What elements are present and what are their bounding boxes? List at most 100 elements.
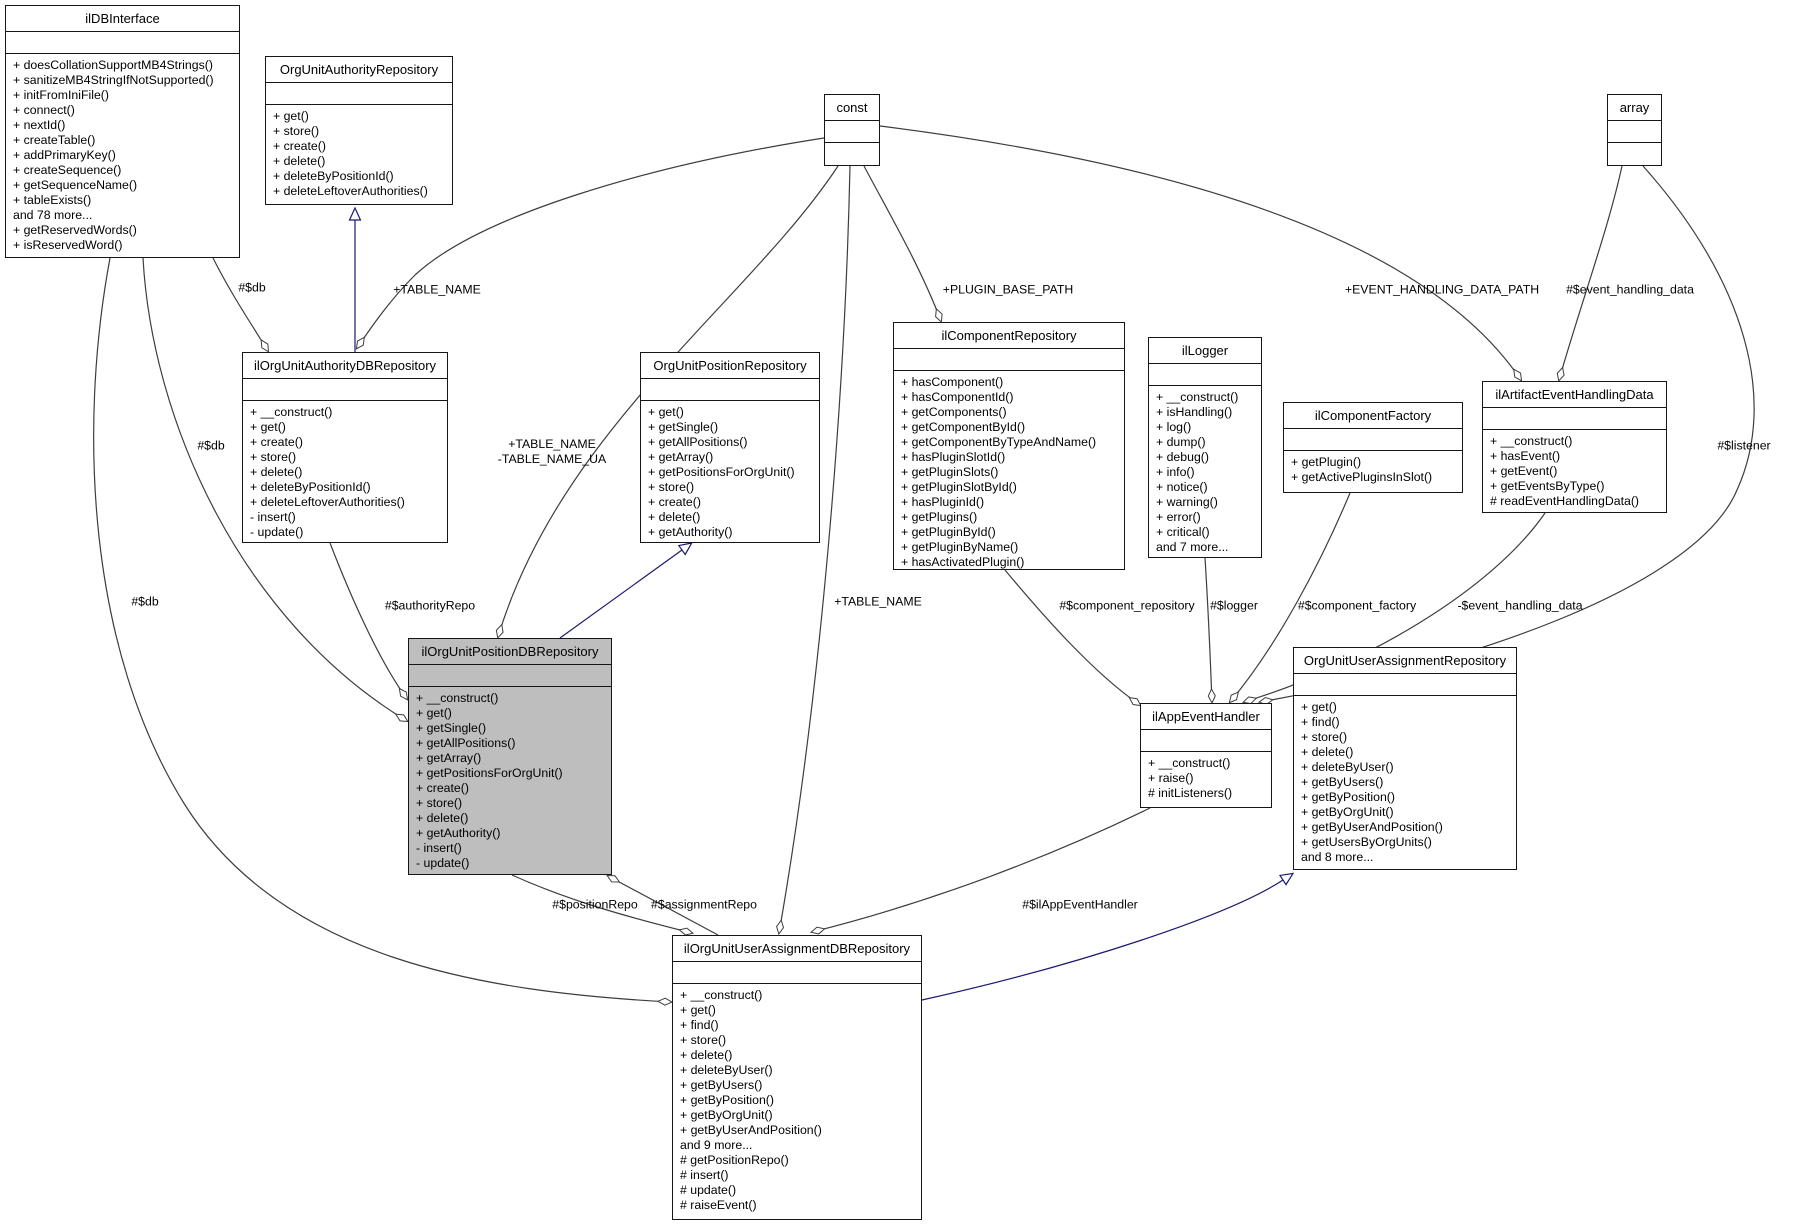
class-attributes-compartment bbox=[1608, 121, 1661, 143]
class-method: + getComponents() bbox=[901, 405, 1007, 419]
class-method: + store() bbox=[250, 450, 297, 464]
class-method: + delete() bbox=[680, 1048, 733, 1062]
class-method: + find() bbox=[680, 1018, 719, 1032]
class-method: + create() bbox=[250, 435, 303, 449]
class-box-ilLogger[interactable]: ilLogger+ __construct()+ isHandling()+ l… bbox=[1148, 337, 1262, 558]
class-box-ilComponentRepository[interactable]: ilComponentRepository+ hasComponent()+ h… bbox=[893, 322, 1125, 570]
class-method: + getReservedWords() bbox=[13, 223, 137, 237]
class-box-array[interactable]: array bbox=[1607, 94, 1662, 166]
class-method: # update() bbox=[680, 1183, 737, 1197]
class-method: + store() bbox=[416, 796, 463, 810]
edge-label: #$ilAppEventHandler bbox=[1022, 897, 1138, 912]
class-method: + getArray() bbox=[648, 450, 714, 464]
class-method: + delete() bbox=[273, 154, 326, 168]
class-method: + hasEvent() bbox=[1490, 449, 1561, 463]
class-method: + sanitizeMB4StringIfNotSupported() bbox=[13, 73, 214, 87]
class-method: + getByOrgUnit() bbox=[1301, 805, 1394, 819]
class-method: + getByUserAndPosition() bbox=[1301, 820, 1443, 834]
class-method: + connect() bbox=[13, 103, 75, 117]
class-title: const bbox=[825, 95, 879, 121]
class-box-ilAppEventHandler[interactable]: ilAppEventHandler+ __construct()+ raise(… bbox=[1140, 703, 1272, 808]
class-method: + warning() bbox=[1156, 495, 1218, 509]
class-methods-compartment: + __construct()+ get()+ find()+ store()+… bbox=[673, 984, 921, 1219]
class-method: + addPrimaryKey() bbox=[13, 148, 116, 162]
class-title: OrgUnitUserAssignmentRepository bbox=[1294, 648, 1516, 674]
class-method: + get() bbox=[416, 706, 452, 720]
class-method: # insert() bbox=[680, 1168, 729, 1182]
edge-ildbinterface-ilorgunitpositiondbrepository bbox=[142, 257, 407, 721]
class-methods-compartment bbox=[1608, 143, 1661, 165]
class-method: + delete() bbox=[416, 811, 469, 825]
class-method: + deleteByPositionId() bbox=[273, 169, 394, 183]
class-method: + get() bbox=[680, 1003, 716, 1017]
edge-label: +PLUGIN_BASE_PATH bbox=[942, 282, 1074, 297]
class-method: + getPluginById() bbox=[901, 525, 996, 539]
edge-array-ilartifacteventhandlingdata bbox=[1559, 165, 1623, 380]
class-method: + getAuthority() bbox=[416, 826, 501, 840]
class-method: + createTable() bbox=[13, 133, 96, 147]
class-method: + getComponentById() bbox=[901, 420, 1026, 434]
class-method: + hasActivatedPlugin() bbox=[901, 555, 1025, 569]
edge-ilorgunitpositiondbrepository-ilorgunituserassignmentdbrepository bbox=[511, 874, 692, 933]
class-methods-compartment: + __construct()+ get()+ create()+ store(… bbox=[243, 401, 447, 542]
class-method: + getEventsByType() bbox=[1490, 479, 1605, 493]
class-attributes-compartment bbox=[6, 32, 239, 54]
class-method: + info() bbox=[1156, 465, 1195, 479]
class-method: + getByUsers() bbox=[1301, 775, 1384, 789]
class-method: + getPositionsForOrgUnit() bbox=[416, 766, 563, 780]
class-box-ilOrgUnitUserAssignmentDBRepository[interactable]: ilOrgUnitUserAssignmentDBRepository+ __c… bbox=[672, 935, 922, 1220]
class-method: + find() bbox=[1301, 715, 1340, 729]
class-method: + hasComponent() bbox=[901, 375, 1004, 389]
class-method: + raise() bbox=[1148, 771, 1194, 785]
class-method: + deleteLeftoverAuthorities() bbox=[250, 495, 405, 509]
class-methods-compartment: + get()+ getSingle()+ getAllPositions()+… bbox=[641, 401, 819, 542]
class-method: + deleteLeftoverAuthorities() bbox=[273, 184, 428, 198]
class-method: + getByUsers() bbox=[680, 1078, 763, 1092]
class-method: + debug() bbox=[1156, 450, 1209, 464]
class-method: + tableExists() bbox=[13, 193, 92, 207]
class-title: ilOrgUnitPositionDBRepository bbox=[409, 639, 611, 665]
class-method: + deleteByPositionId() bbox=[250, 480, 371, 494]
class-attributes-compartment bbox=[641, 379, 819, 401]
class-method: + getAuthority() bbox=[648, 525, 733, 539]
inheritance-ilorgunitpositiondbrepository-orgunitpositionrepository bbox=[559, 550, 682, 639]
class-box-ilOrgUnitAuthorityDBRepository[interactable]: ilOrgUnitAuthorityDBRepository + __constr… bbox=[242, 352, 448, 543]
class-method: + hasPluginId() bbox=[901, 495, 985, 509]
class-attributes-compartment bbox=[1483, 408, 1666, 430]
class-title: ilDBInterface bbox=[6, 6, 239, 32]
class-box-OrgUnitAuthorityRepository[interactable]: OrgUnitAuthorityRepository+ get()+ store… bbox=[265, 56, 453, 205]
edge-label: #$db bbox=[238, 280, 266, 295]
edge-ilcomponentfactory-ilappeventhandler bbox=[1230, 492, 1351, 702]
class-box-OrgUnitUserAssignmentRepository[interactable]: OrgUnitUserAssignmentRepository+ get()+ … bbox=[1293, 647, 1517, 870]
class-method: + getPlugins() bbox=[901, 510, 978, 524]
class-method: + getAllPositions() bbox=[416, 736, 516, 750]
class-box-const[interactable]: const bbox=[824, 94, 880, 166]
class-title: ilOrgUnitAuthorityDBRepository bbox=[243, 353, 447, 379]
class-title: OrgUnitAuthorityRepository bbox=[266, 57, 452, 83]
class-method: + get() bbox=[648, 405, 684, 419]
class-method: + getArray() bbox=[416, 751, 482, 765]
class-box-OrgUnitPositionRepository[interactable]: OrgUnitPositionRepository+ get()+ getSin… bbox=[640, 352, 820, 543]
class-method: # getPositionRepo() bbox=[680, 1153, 789, 1167]
edge-label: -$event_handling_data bbox=[1457, 598, 1583, 613]
class-box-ilDBInterface[interactable]: ilDBInterface + doesCollationSupportMB4St… bbox=[5, 5, 240, 258]
class-box-ilOrgUnitPositionDBRepository[interactable]: ilOrgUnitPositionDBRepository+ __constru… bbox=[408, 638, 612, 875]
class-methods-compartment: + __construct()+ hasEvent()+ getEvent()+… bbox=[1483, 430, 1666, 512]
edge-const-ilorgunitauthoritydbrepository bbox=[357, 137, 825, 348]
class-box-ilArtifactEventHandlingData[interactable]: ilArtifactEventHandlingData + __construct… bbox=[1482, 381, 1667, 513]
class-method: # initListeners() bbox=[1148, 786, 1233, 800]
class-method: + notice() bbox=[1156, 480, 1208, 494]
class-box-ilComponentFactory[interactable]: ilComponentFactory+ getPlugin()+ getActi… bbox=[1283, 402, 1463, 493]
class-method: + doesCollationSupportMB4Strings() bbox=[13, 58, 213, 72]
edge-label: #$component_repository bbox=[1059, 598, 1195, 613]
class-method: - insert() bbox=[250, 510, 296, 524]
class-method: - update() bbox=[416, 856, 470, 870]
class-method: + getPluginSlots() bbox=[901, 465, 999, 479]
class-method: + hasComponentId() bbox=[901, 390, 1014, 404]
class-method: + delete() bbox=[250, 465, 303, 479]
class-title: ilArtifactEventHandlingData bbox=[1483, 382, 1666, 408]
edge-ildbinterface-ilorgunituserassignmentdbrepository bbox=[93, 257, 671, 1002]
class-method: + create() bbox=[416, 781, 469, 795]
class-method: + getSingle() bbox=[648, 420, 719, 434]
class-method: + __construct() bbox=[1490, 434, 1573, 448]
